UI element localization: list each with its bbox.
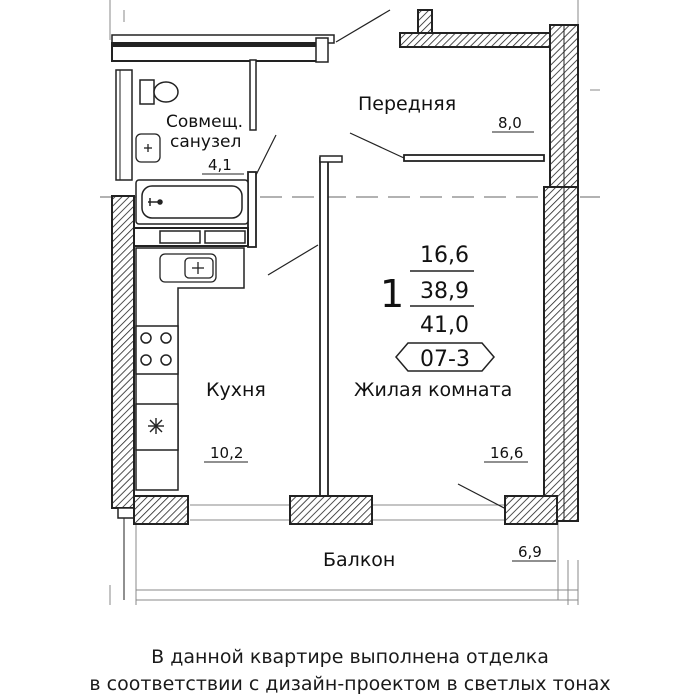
bathroom-name-line2: санузел <box>170 132 241 152</box>
central-partition <box>267 9 545 511</box>
balcony-area: 6,9 <box>518 543 542 561</box>
bathroom-partitions <box>133 59 277 248</box>
hall-area: 8,0 <box>498 114 522 132</box>
top-right-wall <box>399 9 551 48</box>
balcony-name: Балкон <box>323 549 395 571</box>
bathroom-sink-icon <box>135 133 161 163</box>
caption-line-2: в соответствии с дизайн-проектом в светл… <box>89 673 611 695</box>
kitchen-area: 10,2 <box>210 444 243 462</box>
living-area: 16,6 <box>490 444 523 462</box>
bathroom-area: 4,1 <box>208 156 232 174</box>
caption-line-1: В данной квартире выполнена отделка <box>151 646 549 668</box>
living-name: Жилая комната <box>354 379 512 401</box>
unit-code: 07-3 <box>420 347 470 372</box>
fridge-icon <box>135 403 179 451</box>
total-area-with-balcony: 41,0 <box>420 313 469 338</box>
total-area: 38,9 <box>420 279 469 304</box>
caption: В данной квартире выполнена отделка в со… <box>0 644 700 698</box>
toilet-icon <box>139 79 179 105</box>
bathroom-name-line1: Совмещ. <box>166 112 243 132</box>
hall-name: Передняя <box>358 93 456 115</box>
bottom-wall <box>133 495 558 525</box>
stove-icon <box>135 325 179 375</box>
living-area-total: 16,6 <box>420 243 469 268</box>
right-exterior-wall <box>543 24 579 522</box>
unit-code-badge <box>395 342 495 372</box>
kitchen-name: Кухня <box>206 379 266 401</box>
bathtub-icon <box>135 179 249 225</box>
kitchen-sink-icon <box>159 253 217 283</box>
guide-lines <box>109 0 600 605</box>
top-wall <box>111 34 335 63</box>
left-wall <box>111 69 135 600</box>
rooms-count: 1 <box>380 272 404 316</box>
